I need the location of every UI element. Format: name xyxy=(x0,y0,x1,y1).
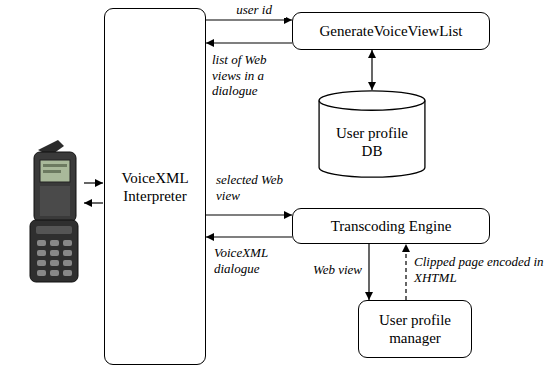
arrow-connector xyxy=(206,19,292,20)
node-text: User profile DB xyxy=(327,124,417,160)
interpreter-box: VoiceXML Interpreter xyxy=(104,8,206,365)
edge-label: user id xyxy=(222,2,286,18)
process-box: User profile manager xyxy=(358,300,472,358)
process-box: GenerateVoiceViewList xyxy=(292,12,490,50)
dashed-arrow xyxy=(405,244,406,300)
arrow-connector xyxy=(206,214,292,215)
arrow-connector xyxy=(371,50,372,90)
node-text: User profile manager xyxy=(365,311,465,347)
process-box: Transcoding Engine xyxy=(292,208,490,244)
node-text: GenerateVoiceViewList xyxy=(314,22,469,40)
node-text: VoiceXML Interpreter xyxy=(110,169,200,205)
arrow-connector xyxy=(368,244,369,300)
mobile-phone xyxy=(30,140,78,282)
database-cylinder: User profile DB xyxy=(318,90,426,178)
phone-arrow xyxy=(84,182,103,183)
edge-label: Clipped page encoded in XHTML xyxy=(412,254,552,285)
edge-label: Web view xyxy=(290,262,364,278)
edge-label: VoiceXML dialogue xyxy=(212,245,288,276)
node-text: Transcoding Engine xyxy=(325,217,458,235)
edge-label: selected Web view xyxy=(214,172,290,203)
edge-label: list of Web views in a dialogue xyxy=(210,52,292,99)
arrow-connector xyxy=(206,42,292,43)
arrow-connector xyxy=(206,236,292,237)
phone-arrow xyxy=(84,202,103,203)
